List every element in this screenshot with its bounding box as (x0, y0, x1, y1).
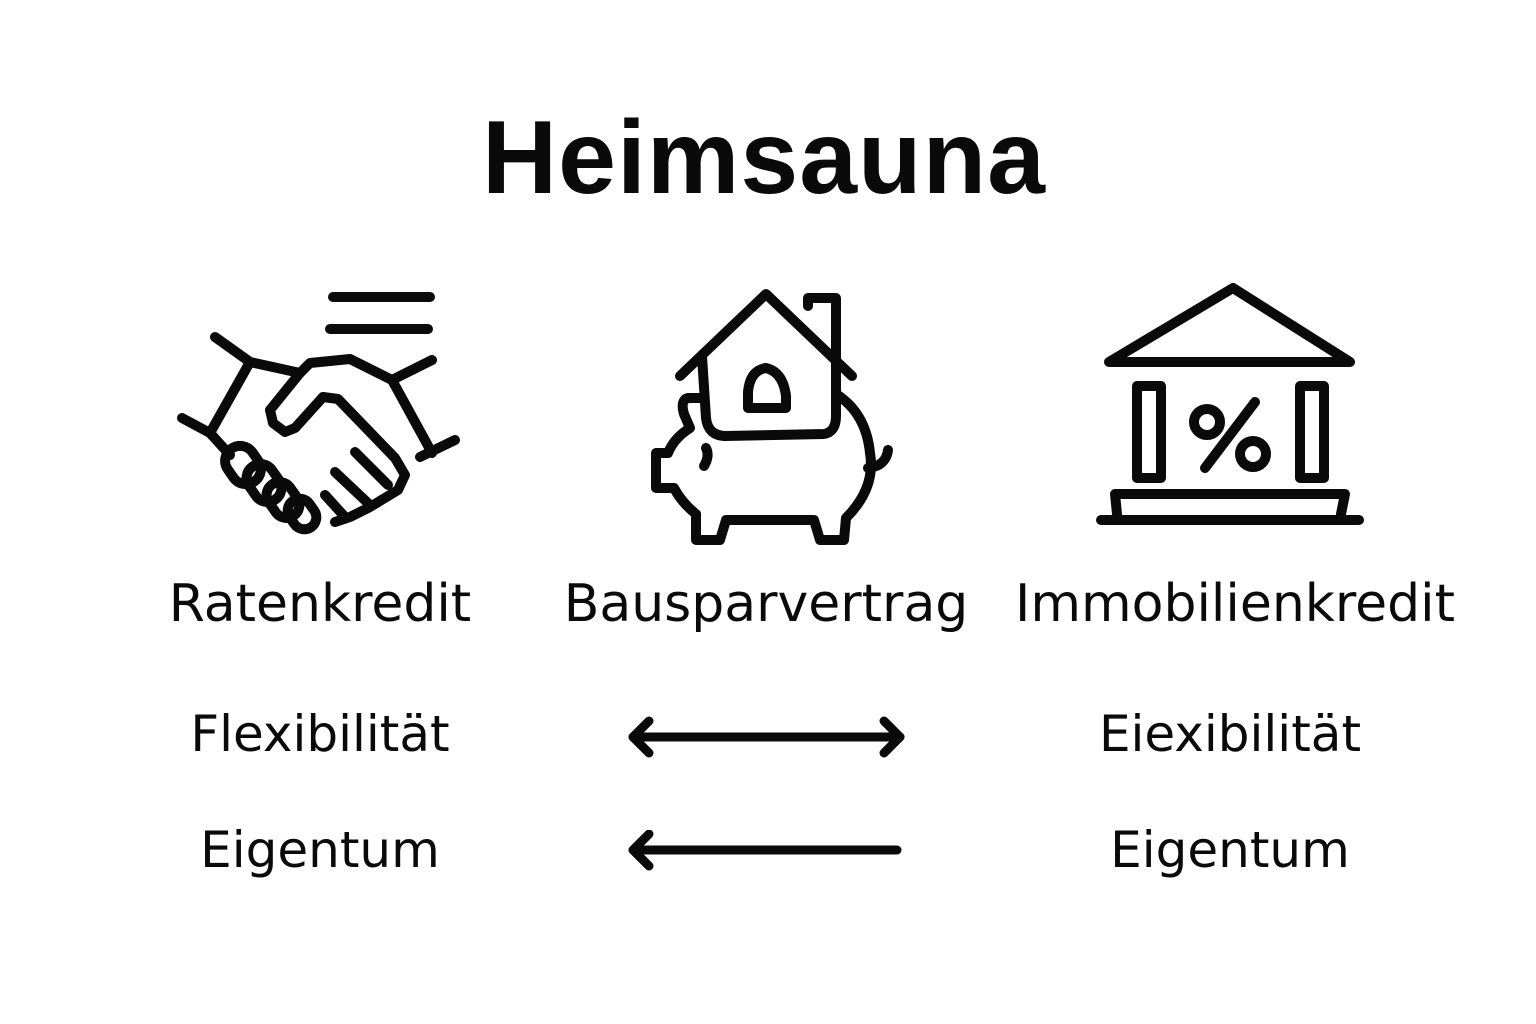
comparison-right-flexibility: Eiexibilität (1098, 705, 1362, 763)
piggy-bank-house-icon (638, 288, 898, 550)
left-arrow-icon (625, 829, 910, 874)
option-label-ratenkredit: Ratenkredit (168, 574, 472, 634)
double-arrow-icon (625, 715, 910, 759)
comparison-right-ownership: Eigentum (1110, 821, 1350, 879)
option-label-bausparvertrag: Bausparvertrag (563, 574, 969, 634)
bank-percent-icon (1095, 282, 1370, 527)
comparison-left-ownership: Eigentum (200, 821, 440, 879)
handshake-icon (170, 285, 470, 545)
option-label-immobilienkredit: Immobilienkredit (1015, 574, 1455, 634)
comparison-left-flexibility: Flexibilität (190, 705, 450, 763)
page-title: Heimsauna (482, 100, 1046, 216)
